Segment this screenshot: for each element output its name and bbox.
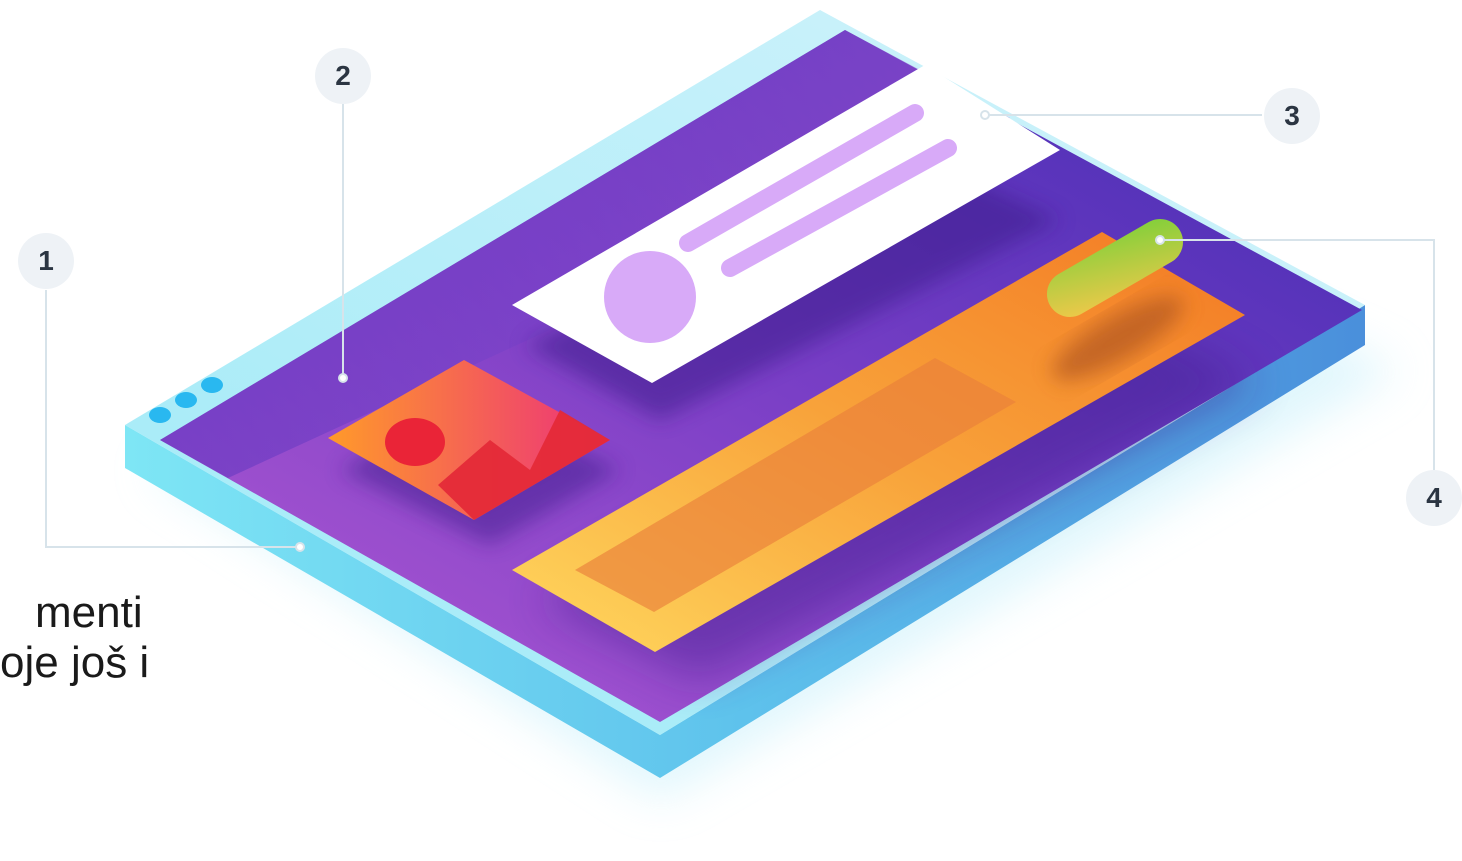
- caption-line-1: menti: [35, 588, 143, 637]
- avatar-placeholder: [604, 251, 696, 343]
- callout-badge-4: 4: [1406, 470, 1462, 526]
- card-text-line-2: [721, 139, 957, 277]
- window-frame-side: [125, 305, 1365, 778]
- callout-number-2: 2: [335, 60, 351, 91]
- callout-badge-3: 3: [1264, 88, 1320, 144]
- banner-button-shadow: [1052, 295, 1184, 381]
- callout-number-3: 3: [1284, 100, 1300, 131]
- callout-number-4: 4: [1426, 482, 1442, 513]
- caption-line-2: oje još i: [0, 638, 150, 687]
- leader-lines: [45, 100, 1435, 548]
- image-icon: [328, 360, 610, 520]
- banner-text-block: [575, 358, 1016, 612]
- callout-badge-2: 2: [315, 48, 371, 104]
- callout-badge-1: 1: [18, 233, 74, 289]
- card-text-line-1: [679, 104, 924, 252]
- three-dots-icon[interactable]: [149, 377, 223, 423]
- callout-number-1: 1: [38, 245, 54, 276]
- leader-dots: [295, 110, 1165, 552]
- caption-text: menti oje još i: [0, 588, 149, 688]
- cta-button[interactable]: [1039, 211, 1192, 326]
- browser-screen: [160, 30, 1362, 722]
